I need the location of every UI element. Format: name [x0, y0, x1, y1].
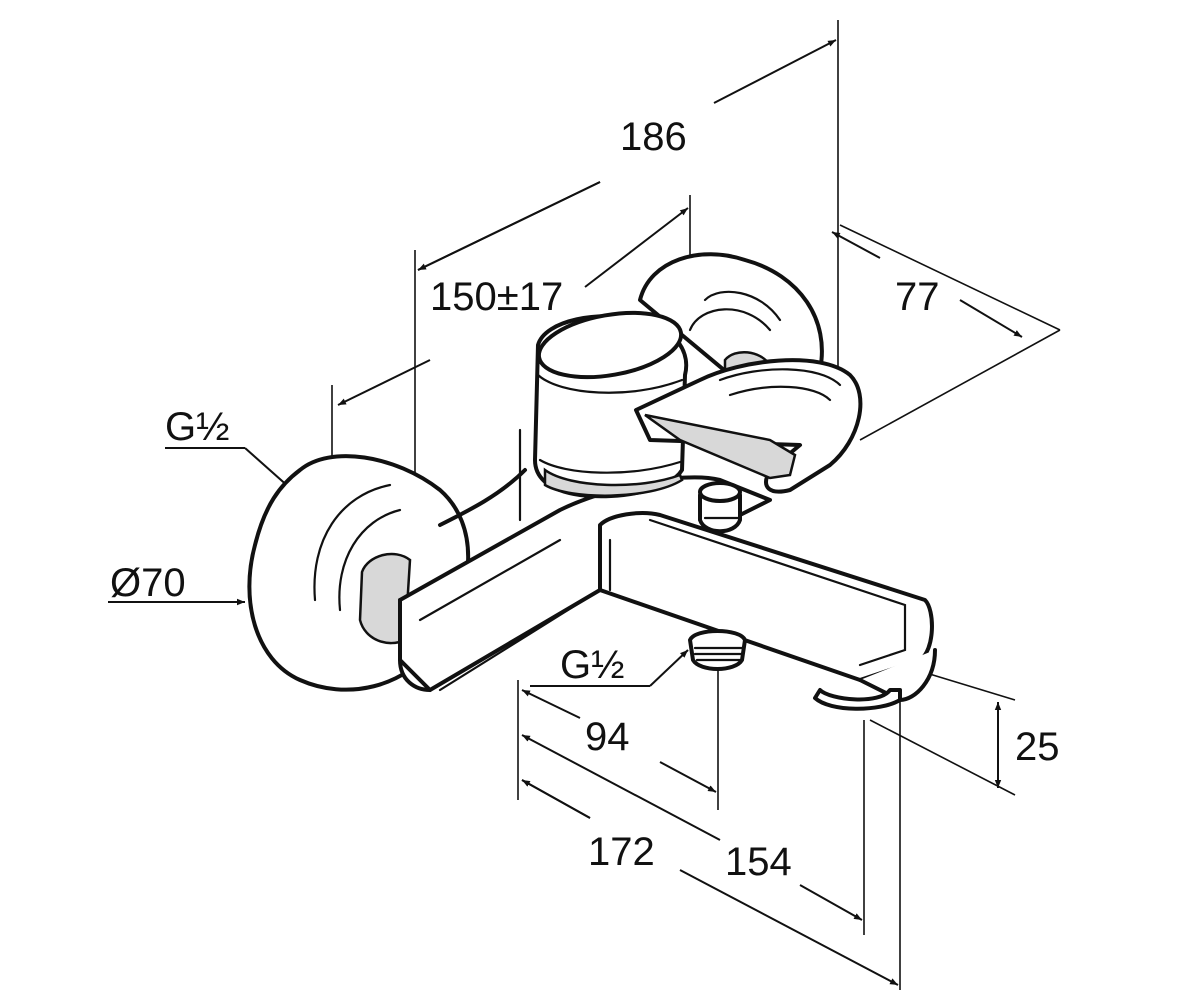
dim-25: 25	[1015, 725, 1060, 769]
cartridge	[533, 310, 689, 499]
dim-rosette-diameter: Ø70	[110, 561, 186, 605]
dimension-lines	[108, 39, 1023, 986]
dim-g-half-inlet: G½	[165, 405, 229, 449]
dim-150: 150±17	[430, 275, 563, 319]
mixer-body	[247, 252, 937, 711]
dim-94: 94	[585, 715, 630, 759]
dim-154: 154	[725, 840, 792, 884]
lever-handle	[634, 358, 863, 494]
outlet-thread	[688, 629, 747, 671]
dim-172: 172	[588, 830, 655, 874]
diverter-knob	[698, 481, 742, 534]
spout	[438, 511, 937, 711]
dimension-labels: 186 150±17 77 G½ Ø70 G½ 94 25 172 154	[110, 115, 1060, 884]
dim-186: 186	[620, 115, 687, 159]
dim-77: 77	[895, 275, 940, 319]
dim-g-half-outlet: G½	[560, 643, 624, 687]
